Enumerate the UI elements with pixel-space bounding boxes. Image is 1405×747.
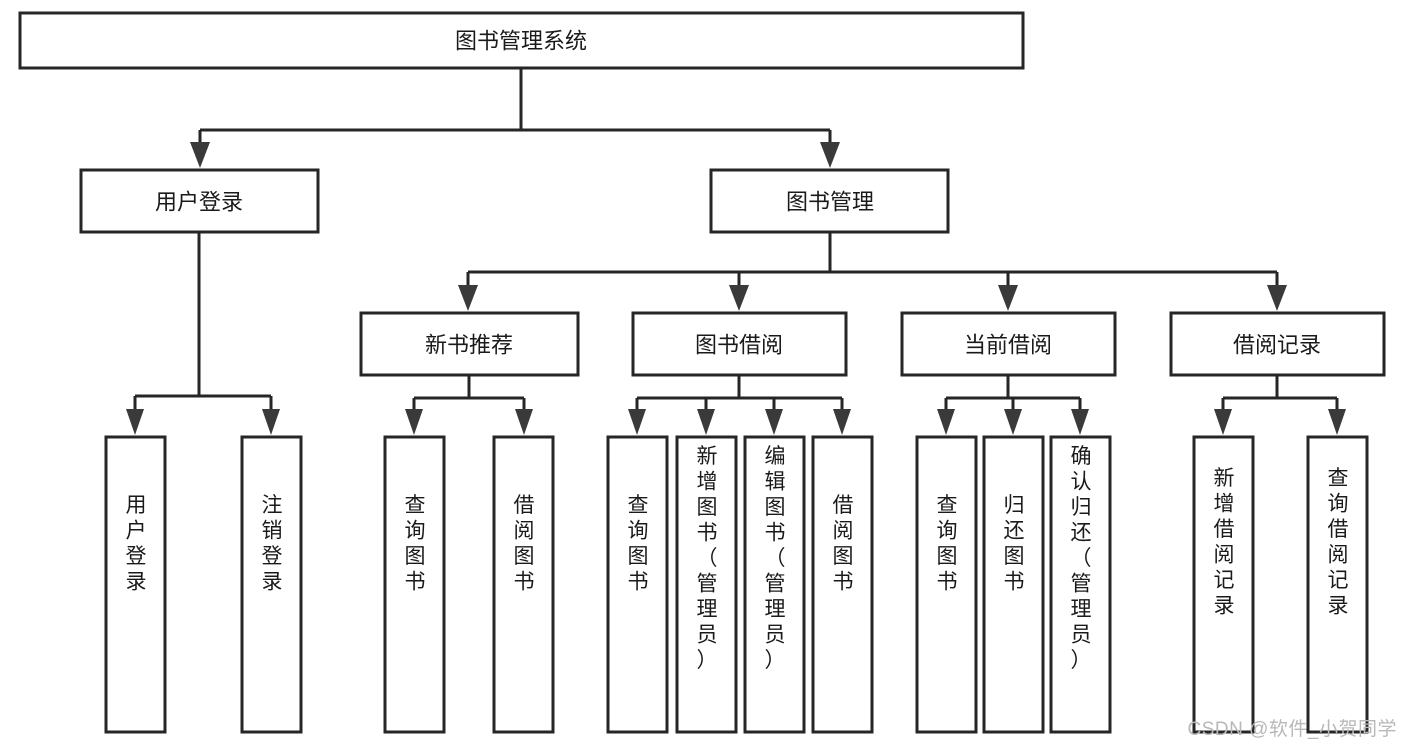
arrow-head-borrow-record-icon: [1267, 285, 1287, 311]
node-leaf-return-book-label: 归还图书: [1004, 494, 1025, 594]
arrow-head-leaf-edit-book-icon: [765, 409, 783, 435]
arrow-head-leaf-confirm-return-icon: [1071, 409, 1089, 435]
edges-currentborrow-to-leaves: [937, 375, 1089, 435]
node-leaf-add-book-label: 新增图书（管理员）: [697, 445, 718, 672]
node-leaf-query-book-2[interactable]: 查询图书: [606, 435, 669, 734]
node-book-borrow-box[interactable]: [631, 311, 848, 377]
arrow-head-leaf-add-book-icon: [697, 409, 715, 435]
node-root-box[interactable]: [18, 11, 1025, 70]
node-leaf-borrow-book-2-label: 借阅图书: [833, 494, 854, 594]
node-current-borrow[interactable]: 当前借阅: [900, 311, 1117, 377]
arrow-head-leaf-query-record-icon: [1328, 409, 1346, 435]
node-book-manage[interactable]: 图书管理: [709, 168, 950, 234]
node-leaf-query-book-1[interactable]: 查询图书: [383, 435, 446, 734]
node-leaf-user-login-box[interactable]: [104, 435, 167, 734]
node-leaf-add-record-label: 新增借阅记录: [1214, 467, 1235, 618]
node-book-manage-box[interactable]: [709, 168, 950, 234]
node-leaf-confirm-return[interactable]: 确认归还（管理员）: [1049, 435, 1112, 734]
node-book-borrow-label: 图书借阅: [695, 333, 783, 358]
arrow-head-user-login-icon: [190, 142, 210, 168]
node-borrow-record[interactable]: 借阅记录: [1169, 311, 1386, 377]
edges-borrowrecord-to-leaves: [1214, 375, 1346, 435]
node-leaf-logout-login-label: 注销登录: [262, 494, 283, 594]
arrow-head-current-borrow-icon: [998, 285, 1018, 311]
arrow-head-leaf-add-record-icon: [1214, 409, 1232, 435]
node-leaf-logout-login[interactable]: 注销登录: [240, 435, 303, 734]
node-leaf-edit-book-box[interactable]: [743, 435, 806, 734]
arrow-head-leaf-logout-login-icon: [262, 409, 280, 435]
node-leaf-return-book[interactable]: 归还图书: [982, 435, 1045, 734]
node-leaf-query-book-1-box[interactable]: [383, 435, 446, 734]
csdn-watermark: CSDN @软件_小贺同学: [1187, 719, 1397, 740]
node-leaf-return-book-box[interactable]: [982, 435, 1045, 734]
node-leaf-borrow-book-2[interactable]: 借阅图书: [811, 435, 874, 734]
edges-bookmanage-to-level2: [458, 232, 1287, 311]
node-leaf-query-book-3-box[interactable]: [915, 435, 978, 734]
node-leaf-user-login-label: 用户登录: [126, 494, 147, 594]
node-user-login-label: 用户登录: [155, 190, 243, 215]
arrow-head-leaf-query-book-1-icon: [405, 409, 423, 435]
node-leaf-add-record-box[interactable]: [1192, 435, 1255, 734]
node-root-label: 图书管理系统: [455, 29, 587, 54]
arrow-head-leaf-query-book-2-icon: [628, 409, 646, 435]
node-leaf-query-record-box[interactable]: [1306, 435, 1369, 734]
node-leaf-confirm-return-label: 确认归还（管理员）: [1071, 445, 1092, 672]
node-leaf-query-book-1-label: 查询图书: [405, 494, 426, 594]
node-current-borrow-box[interactable]: [900, 311, 1117, 377]
node-leaf-borrow-book-2-box[interactable]: [811, 435, 874, 734]
node-new-book-recommend-box[interactable]: [359, 311, 580, 377]
node-leaf-query-book-2-label: 查询图书: [628, 494, 649, 594]
node-borrow-record-label: 借阅记录: [1233, 333, 1321, 358]
edges-bookborrow-to-leaves: [628, 375, 851, 435]
node-book-manage-label: 图书管理: [786, 190, 874, 215]
node-leaf-add-book[interactable]: 新增图书（管理员）: [675, 435, 738, 734]
node-leaf-user-login[interactable]: 用户登录: [104, 435, 167, 734]
node-leaf-add-book-box[interactable]: [675, 435, 738, 734]
node-leaf-query-book-2-box[interactable]: [606, 435, 669, 734]
arrow-head-leaf-return-book-icon: [1004, 409, 1022, 435]
node-leaf-confirm-return-box[interactable]: [1049, 435, 1112, 734]
arrow-head-leaf-borrow-book-2-icon: [833, 409, 851, 435]
arrow-head-leaf-query-book-3-icon: [937, 409, 955, 435]
node-leaf-borrow-book-1-label: 借阅图书: [514, 494, 535, 594]
node-leaf-edit-book[interactable]: 编辑图书（管理员）: [743, 435, 806, 734]
node-new-book-recommend-label: 新书推荐: [425, 333, 513, 358]
node-leaf-query-record-label: 查询借阅记录: [1328, 467, 1349, 618]
node-new-book-recommend[interactable]: 新书推荐: [359, 311, 580, 377]
node-leaf-borrow-book-1[interactable]: 借阅图书: [492, 435, 555, 734]
arrow-head-book-manage-icon: [820, 142, 840, 168]
node-leaf-add-record[interactable]: 新增借阅记录: [1192, 435, 1255, 734]
node-leaf-logout-login-box[interactable]: [240, 435, 303, 734]
edges-userlogin-to-leaves: [126, 232, 280, 435]
node-root[interactable]: 图书管理系统: [18, 11, 1025, 70]
arrow-head-new-book-recommend-icon: [458, 285, 478, 311]
edges-newbook-to-leaves: [405, 375, 533, 435]
node-leaf-borrow-book-1-box[interactable]: [492, 435, 555, 734]
node-borrow-record-box[interactable]: [1169, 311, 1386, 377]
node-user-login[interactable]: 用户登录: [79, 168, 320, 234]
node-book-borrow[interactable]: 图书借阅: [631, 311, 848, 377]
arrow-head-leaf-user-login-icon: [126, 409, 144, 435]
arrow-head-leaf-borrow-book-1-icon: [515, 409, 533, 435]
node-leaf-query-book-3[interactable]: 查询图书: [915, 435, 978, 734]
node-leaf-query-record[interactable]: 查询借阅记录: [1306, 435, 1369, 734]
edges-root-to-level1: [190, 68, 840, 168]
arrow-head-book-borrow-icon: [729, 285, 749, 311]
node-user-login-box[interactable]: [79, 168, 320, 234]
node-current-borrow-label: 当前借阅: [964, 333, 1052, 358]
node-leaf-edit-book-label: 编辑图书（管理员）: [765, 445, 786, 672]
node-leaf-query-book-3-label: 查询图书: [937, 494, 958, 594]
